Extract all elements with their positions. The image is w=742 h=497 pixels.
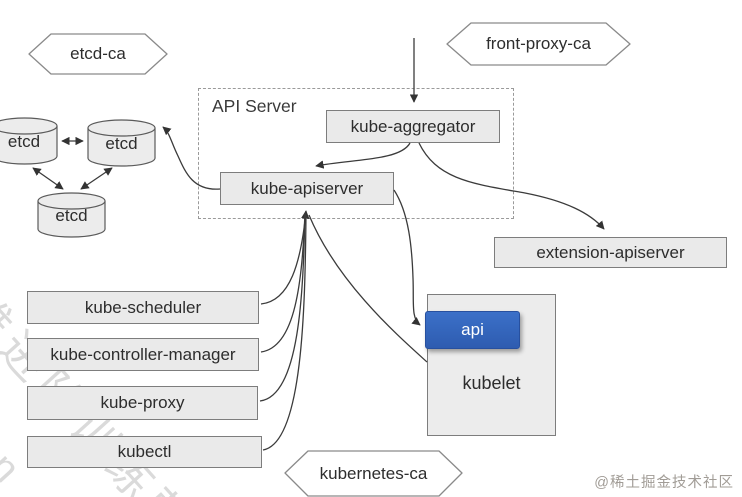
arrow-controller-manager-to-apiserver xyxy=(260,212,306,353)
etcd-cylinder-2 xyxy=(87,119,156,167)
arrow-etcd1-etcd3 xyxy=(32,167,64,190)
etcd-cylinder-1 xyxy=(0,117,58,165)
arrow-proxy-to-apiserver xyxy=(259,213,306,402)
hexagon-front-proxy-ca-label: front-proxy-ca xyxy=(486,34,591,53)
kubelet-label: kubelet xyxy=(462,373,521,393)
hexagon-kubernetes-ca-label: kubernetes-ca xyxy=(319,463,428,483)
node-kube-aggregator: kube-aggregator xyxy=(326,110,500,143)
node-extension-apiserver: extension-apiserver xyxy=(494,237,727,268)
arrow-kubectl-to-apiserver xyxy=(262,214,307,451)
etcd-cylinder-2-label: etcd xyxy=(105,134,138,153)
credit-watermark: @稀土掘金技术社区 xyxy=(594,475,734,491)
node-kubectl: kubectl xyxy=(27,436,262,468)
etcd-cylinder-1-label: etcd xyxy=(7,132,41,151)
arrow-etcd2-etcd3 xyxy=(80,167,113,190)
etcd-cylinder-3 xyxy=(37,192,106,238)
node-kube-apiserver: kube-apiserver xyxy=(220,172,394,205)
api-server-group-label: API Server xyxy=(212,96,297,116)
node-kube-proxy: kube-proxy xyxy=(27,386,258,420)
etcd-cylinder-3-label: etcd xyxy=(55,206,88,225)
node-kube-controller-manager: kube-controller-manager xyxy=(27,338,259,371)
arrow-scheduler-to-apiserver xyxy=(260,210,310,305)
hexagon-etcd-ca-shape xyxy=(28,33,168,75)
api-box: api xyxy=(425,311,520,349)
node-kube-scheduler: kube-scheduler xyxy=(27,291,259,324)
hexagon-front-proxy-ca-shape xyxy=(446,22,631,66)
arrow-kubelet-to-apiserver xyxy=(308,214,428,363)
hexagon-etcd-ca-label: etcd-ca xyxy=(70,44,126,63)
hexagon-kubernetes-ca-shape xyxy=(284,450,463,497)
